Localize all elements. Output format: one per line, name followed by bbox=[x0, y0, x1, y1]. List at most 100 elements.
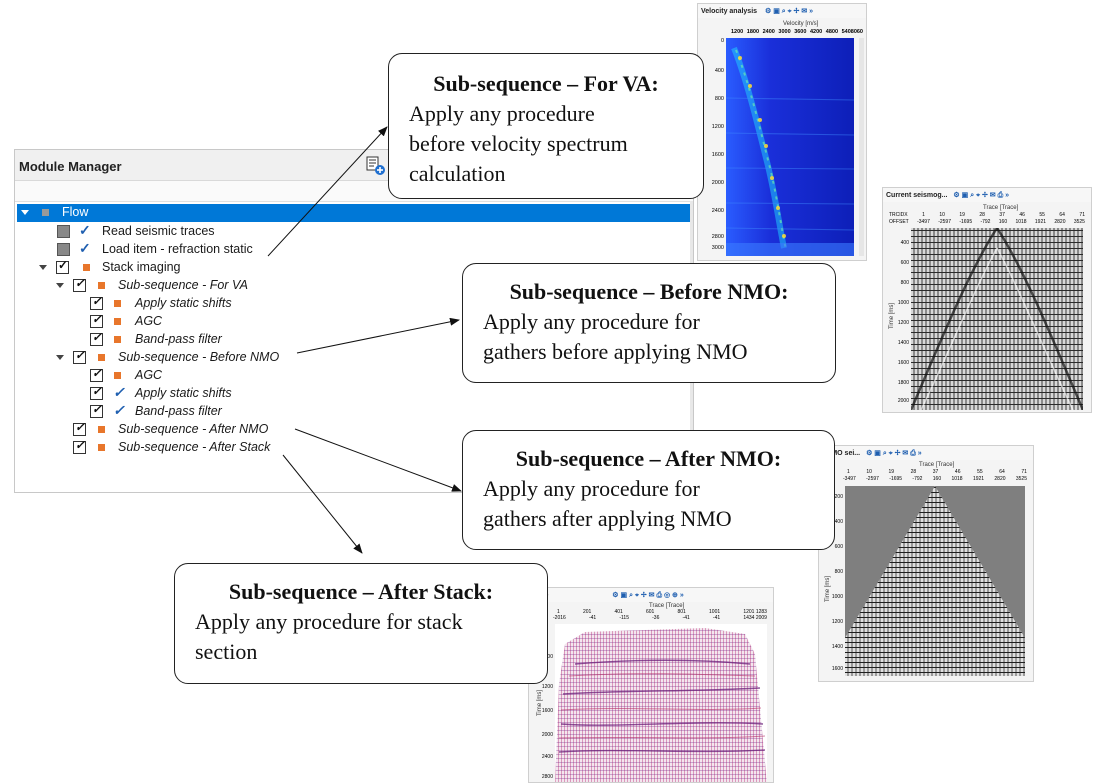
x-tick: 1001 bbox=[709, 609, 721, 615]
checkbox[interactable]: ✓ bbox=[90, 294, 103, 310]
stack-x-ticks: 1 201 401 601 801 1001 1201 1283 bbox=[557, 609, 767, 615]
toolbar-icons[interactable]: ⚙ ▣ ⌕ ⌖ ✢ ✉ ⎙ » bbox=[866, 450, 922, 457]
tree-item-agc[interactable]: ✓ AGC bbox=[15, 366, 689, 384]
offset-tick: -792 bbox=[912, 476, 923, 482]
y-tick: 2400 bbox=[541, 754, 553, 760]
tree-item-stack-imaging[interactable]: ✓ Stack imaging bbox=[15, 258, 689, 276]
y-tick: 1200 bbox=[831, 619, 843, 625]
checkbox[interactable]: ✓ bbox=[73, 438, 86, 454]
x-tick: -41 bbox=[588, 615, 597, 621]
tree-item-subseq-before-nmo[interactable]: ✓ Sub-sequence - Before NMO bbox=[15, 348, 689, 366]
tree-item-apply-static-shifts[interactable]: ✓ ✓ Apply static shifts bbox=[15, 384, 689, 402]
y-tick: 800 bbox=[714, 96, 724, 102]
trace-tick: 10 bbox=[866, 469, 872, 475]
y-tick: 600 bbox=[834, 544, 843, 550]
callout-text: calculation bbox=[409, 161, 506, 186]
callout-for-va: Sub-sequence – For VA: Apply any procedu… bbox=[388, 53, 704, 199]
callout-text: before velocity spectrum bbox=[409, 131, 628, 156]
offset-tick: 2820 bbox=[1054, 219, 1066, 225]
seismogram-image bbox=[911, 228, 1083, 410]
stack-y-ticks: 800 1200 1600 2000 2400 2800 bbox=[537, 624, 553, 782]
x-tick: 601 bbox=[645, 609, 655, 615]
velocity-spectrum-image bbox=[726, 38, 854, 256]
checkbox[interactable]: ✓ bbox=[90, 312, 103, 328]
y-tick: 2800 bbox=[541, 774, 553, 780]
trace-tick: 19 bbox=[959, 212, 965, 218]
current-y-ticks: 400 600 800 1000 1200 1400 1600 1800 200… bbox=[893, 228, 909, 408]
y-tick: 200 bbox=[834, 494, 843, 500]
tree-item-label: Read seismic traces bbox=[102, 224, 215, 238]
tree-item-label: Sub-sequence - For VA bbox=[118, 278, 248, 292]
trace-index-row: 1 10 19 28 37 46 55 64 71 bbox=[847, 469, 1027, 475]
callout-text: Apply any procedure for bbox=[483, 476, 700, 501]
checkbox[interactable]: ✓ bbox=[90, 330, 103, 346]
current-seismogram-window: Current seismog... ⚙ ▣ ⌕ ⌖ ✢ ✉ ⎙ » Trace… bbox=[882, 187, 1092, 413]
arrow-for-va bbox=[267, 126, 388, 257]
velocity-x-ticks: 1200 1800 2400 3000 3600 4200 4800 54080… bbox=[731, 29, 863, 35]
trace-tick: 37 bbox=[999, 212, 1005, 218]
checkbox[interactable]: ✓ bbox=[73, 348, 86, 364]
offset-tick: 160 bbox=[998, 219, 1008, 225]
offset-tick: 1921 bbox=[1034, 219, 1047, 225]
checkbox-disabled[interactable] bbox=[57, 225, 70, 238]
y-tick: 1800 bbox=[897, 380, 909, 386]
expand-caret-icon[interactable] bbox=[21, 210, 29, 215]
y-tick: 1400 bbox=[897, 340, 909, 346]
checkbox[interactable]: ✓ bbox=[56, 258, 69, 274]
offset-row: -3497 -2597 -1695 -792 160 1018 1921 282… bbox=[843, 476, 1027, 482]
y-tick: 400 bbox=[900, 240, 909, 246]
toolbar-icons[interactable]: ⚙ ▣ ⌕ ⌖ ✢ ✉ ⎙ » bbox=[953, 192, 1010, 199]
tree-item-label: Load item - refraction static bbox=[102, 242, 253, 256]
x-tick: 2400 bbox=[762, 29, 775, 35]
tree-item-subseq-after-nmo[interactable]: ✓ Sub-sequence - After NMO bbox=[15, 420, 689, 438]
callout-text: gathers after applying NMO bbox=[483, 506, 732, 531]
velocity-window-titlebar: Velocity analysis ⚙ ▣ ⌕ ⌖ ✢ ✉ » bbox=[698, 4, 866, 18]
tree-item-flow[interactable]: Flow bbox=[17, 204, 691, 222]
y-tick: 600 bbox=[900, 260, 909, 266]
check-icon: ✓ bbox=[113, 402, 125, 418]
vertical-scrollbar[interactable] bbox=[859, 38, 864, 256]
trace-tick: 1 bbox=[922, 212, 925, 218]
callout-after-nmo: Sub-sequence – After NMO: Apply any proc… bbox=[462, 430, 835, 550]
checkbox[interactable]: ✓ bbox=[90, 402, 103, 418]
tree-item-subseq-for-va[interactable]: ✓ Sub-sequence - For VA bbox=[15, 276, 689, 294]
tree-item-subseq-after-stack[interactable]: ✓ Sub-sequence - After Stack bbox=[15, 438, 689, 456]
y-tick: 3000 bbox=[711, 245, 724, 251]
add-module-icon[interactable] bbox=[366, 156, 386, 176]
y-tick: 2400 bbox=[711, 208, 724, 214]
expand-caret-icon[interactable] bbox=[39, 265, 47, 270]
tree-item-band-pass-filter[interactable]: ✓ Band-pass filter bbox=[15, 330, 689, 348]
checkbox[interactable]: ✓ bbox=[90, 384, 103, 400]
x-tick: 1434 2009 bbox=[743, 615, 767, 621]
checkbox-disabled[interactable] bbox=[57, 243, 70, 256]
tree-item-load-item[interactable]: ✓ Load item - refraction static bbox=[15, 240, 689, 258]
after-nmo-axis-label: Trace [Trace] bbox=[919, 462, 955, 468]
x-tick: 3600 bbox=[794, 29, 807, 35]
checkbox[interactable]: ✓ bbox=[90, 366, 103, 382]
callout-text: gathers before applying NMO bbox=[483, 339, 748, 364]
nmo-corrected-gather-image bbox=[845, 486, 1025, 676]
trace-tick: 28 bbox=[979, 212, 985, 218]
tree-item-band-pass-filter[interactable]: ✓ ✓ Band-pass filter bbox=[15, 402, 689, 420]
expand-caret-icon[interactable] bbox=[56, 355, 64, 360]
stack-section-image bbox=[555, 624, 767, 782]
tree-item-apply-static-shifts[interactable]: ✓ Apply static shifts bbox=[15, 294, 689, 312]
expand-caret-icon[interactable] bbox=[56, 283, 64, 288]
toolbar-icons[interactable]: ⚙ ▣ ⌕ ⌖ ✢ ✉ » bbox=[765, 8, 814, 15]
y-tick: 1200 bbox=[711, 124, 724, 130]
tree-item-read-seismic-traces[interactable]: ✓ Read seismic traces bbox=[15, 222, 689, 240]
x-tick: 4800 bbox=[825, 29, 839, 35]
trace-tick: 71 bbox=[1079, 212, 1085, 218]
x-tick: 401 bbox=[614, 609, 623, 615]
offset-tick: OFFSET bbox=[889, 219, 909, 225]
checkbox[interactable]: ✓ bbox=[73, 420, 86, 436]
x-tick: 4200 bbox=[809, 29, 823, 35]
offset-tick: -2597 bbox=[866, 476, 879, 482]
toolbar-icons[interactable]: ⚙ ▣ ⌕ ⌖ ✢ ✉ ⎙ ◎ ⊕ » bbox=[612, 592, 684, 599]
trace-tick: 64 bbox=[999, 469, 1005, 475]
tree-item-agc[interactable]: ✓ AGC bbox=[15, 312, 689, 330]
current-window-titlebar: Current seismog... ⚙ ▣ ⌕ ⌖ ✢ ✉ ⎙ » bbox=[883, 188, 1091, 202]
checkbox[interactable]: ✓ bbox=[73, 276, 86, 292]
callout-after-stack: Sub-sequence – After Stack: Apply any pr… bbox=[174, 563, 548, 684]
